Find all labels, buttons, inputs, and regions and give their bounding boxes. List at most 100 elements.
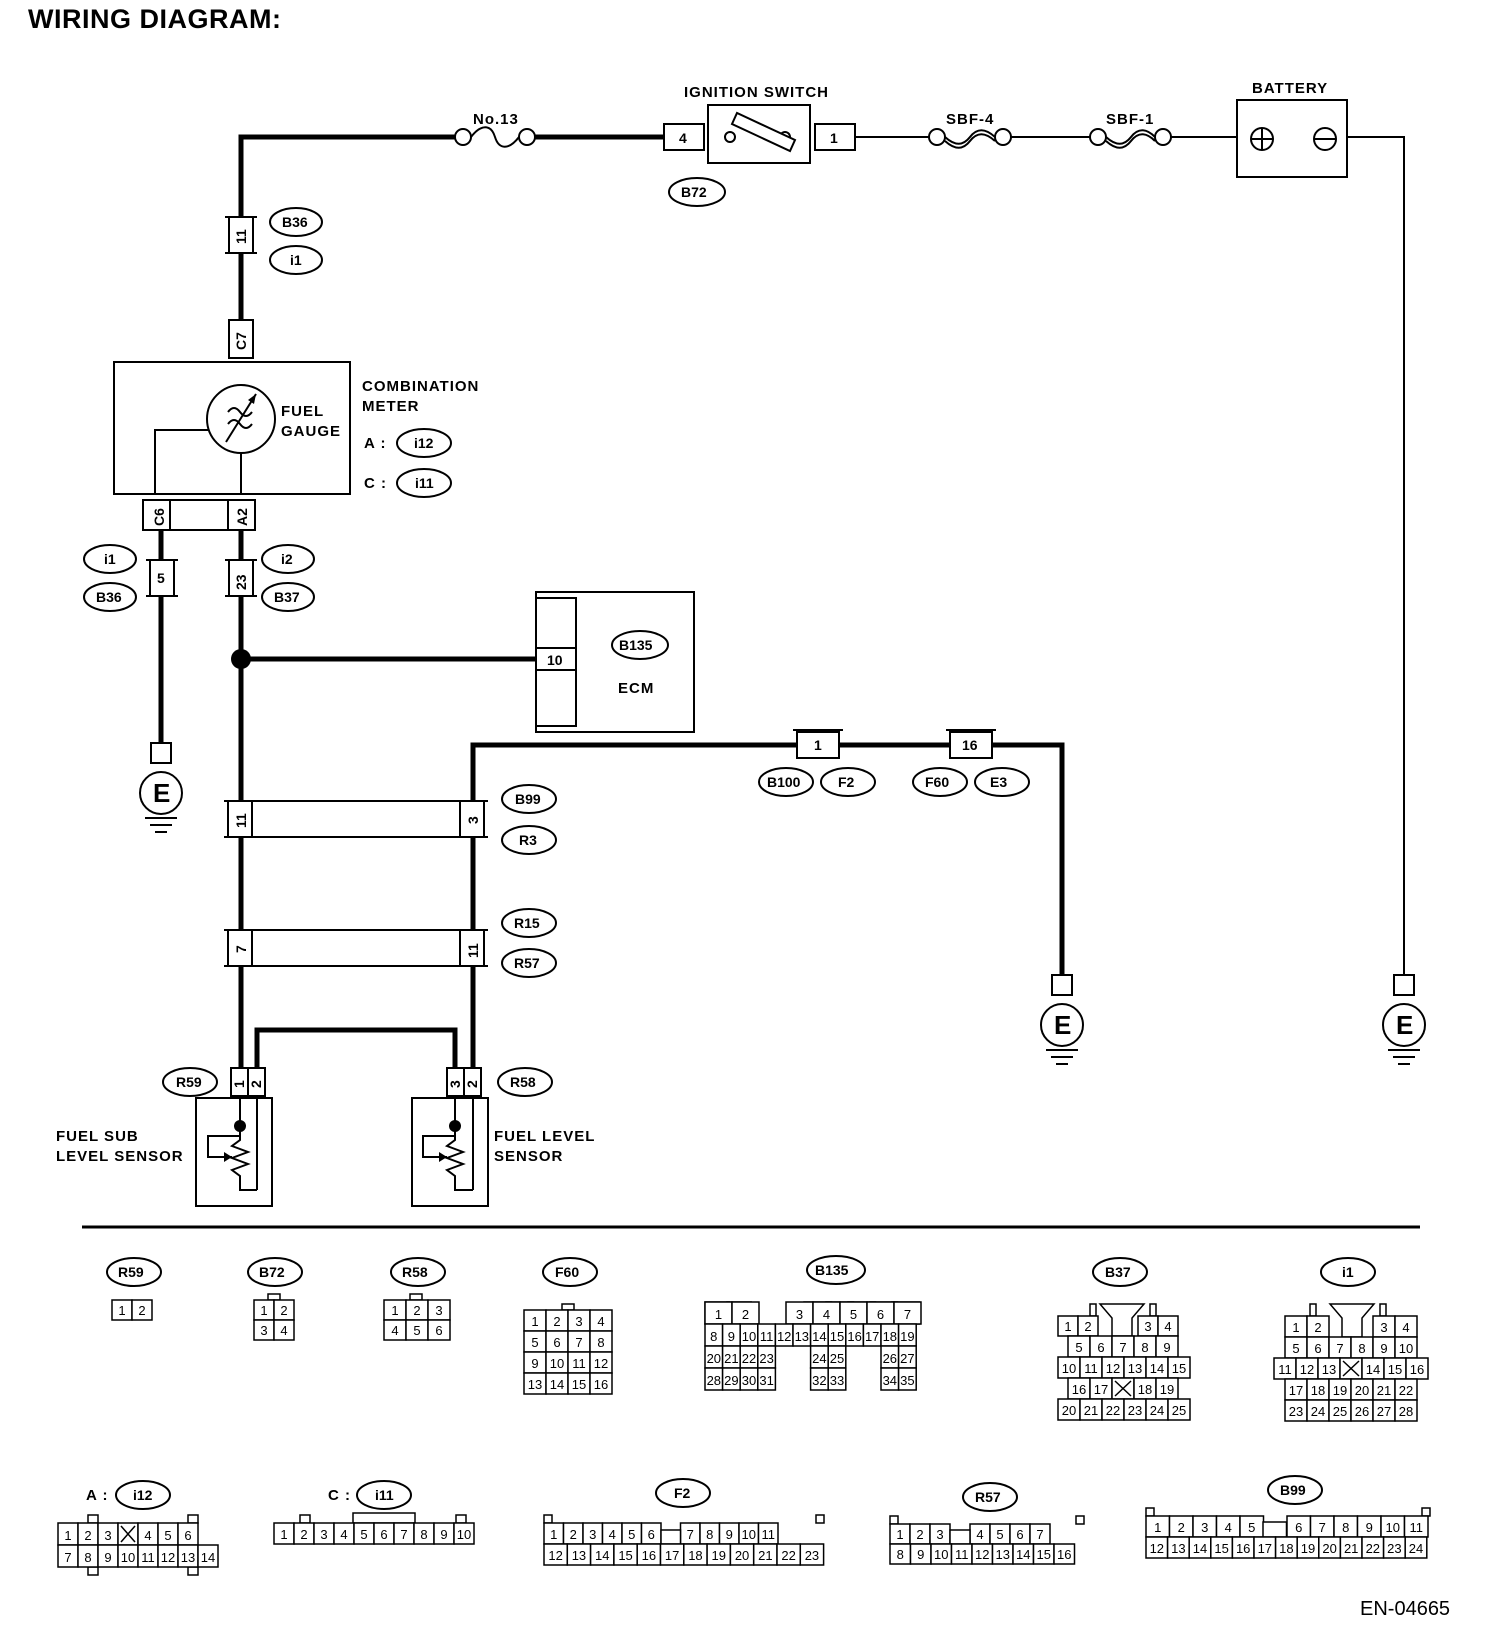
svg-text:10: 10 <box>742 1527 756 1542</box>
svg-text:2: 2 <box>570 1527 577 1542</box>
svg-text:7: 7 <box>1119 1340 1126 1355</box>
svg-text:1: 1 <box>1292 1320 1299 1335</box>
svg-text:3: 3 <box>589 1527 596 1542</box>
svg-text:12: 12 <box>161 1550 175 1565</box>
meter-a-label: A : <box>364 435 386 452</box>
svg-text:3: 3 <box>320 1527 327 1542</box>
svg-text:R57: R57 <box>975 1489 1001 1505</box>
ground-left-label: E <box>153 778 170 808</box>
svg-text:i1: i1 <box>1342 1264 1354 1280</box>
svg-text:F2: F2 <box>674 1485 691 1501</box>
fuel-level-sensor: 3 2 R58 FUEL LEVEL SENSOR <box>411 1067 594 1207</box>
svg-text:i11: i11 <box>375 1487 394 1503</box>
ecm-label: ECM <box>618 680 654 697</box>
svg-text:11: 11 <box>762 1527 776 1542</box>
svg-text:B37: B37 <box>1105 1264 1131 1280</box>
svg-text:C :: C : <box>328 1487 351 1504</box>
svg-text:12: 12 <box>1300 1362 1314 1377</box>
svg-text:28: 28 <box>1399 1404 1413 1419</box>
svg-text:15: 15 <box>1037 1547 1051 1562</box>
svg-text:22: 22 <box>1399 1383 1413 1398</box>
svg-text:19: 19 <box>1160 1382 1174 1397</box>
svg-text:13: 13 <box>1171 1541 1185 1556</box>
svg-text:13: 13 <box>1322 1362 1336 1377</box>
svg-text:1: 1 <box>64 1528 71 1543</box>
combination-meter-label-2: METER <box>362 398 420 415</box>
sensor-ground-circuit: 1 B100 F2 16 F60 E3 E <box>470 729 1084 1068</box>
svg-text:14: 14 <box>550 1377 564 1392</box>
svg-text:16: 16 <box>847 1329 861 1344</box>
svg-text:8: 8 <box>710 1329 717 1344</box>
svg-text:3: 3 <box>796 1307 803 1322</box>
svg-text:2: 2 <box>1084 1319 1091 1334</box>
svg-text:6: 6 <box>648 1527 655 1542</box>
connector-legend: R59 B72 R58 F60 B135 B37 i1 A : i <box>57 1255 1431 1576</box>
connector-b135-label: B135 <box>619 637 653 653</box>
svg-text:9: 9 <box>531 1356 538 1371</box>
svg-text:14: 14 <box>1193 1541 1207 1556</box>
svg-text:12: 12 <box>548 1548 562 1563</box>
fuel-gauge-label-2: GAUGE <box>281 423 341 440</box>
svg-text:2: 2 <box>916 1527 923 1542</box>
svg-text:4: 4 <box>1225 1520 1232 1535</box>
svg-text:16: 16 <box>642 1548 656 1563</box>
svg-text:1: 1 <box>260 1303 267 1318</box>
pin-a2: A2 <box>234 508 250 526</box>
svg-text:B99: B99 <box>1280 1482 1306 1498</box>
pin-23: 23 <box>233 574 249 590</box>
svg-text:3: 3 <box>1380 1320 1387 1335</box>
sbf4-fusible-link: SBF-4 <box>928 111 1012 149</box>
connector-i12-label: i12 <box>414 435 434 451</box>
svg-text:13: 13 <box>996 1547 1010 1562</box>
svg-text:11: 11 <box>955 1547 969 1562</box>
battery-ground: E <box>1382 974 1426 1065</box>
svg-text:30: 30 <box>742 1373 756 1388</box>
svg-text:13: 13 <box>572 1548 586 1563</box>
svg-text:11: 11 <box>1278 1362 1292 1377</box>
svg-text:15: 15 <box>1388 1362 1402 1377</box>
legend-r58: R58 <box>390 1257 446 1287</box>
svg-text:4: 4 <box>1402 1320 1409 1335</box>
svg-text:8: 8 <box>1141 1340 1148 1355</box>
svg-text:16: 16 <box>594 1377 608 1392</box>
svg-text:4: 4 <box>1164 1319 1171 1334</box>
svg-text:6: 6 <box>877 1307 884 1322</box>
svg-text:B72: B72 <box>259 1264 285 1280</box>
legend-r57: R57 <box>962 1482 1018 1512</box>
svg-text:R59: R59 <box>118 1264 144 1280</box>
connector-i2-label: i2 <box>281 551 293 567</box>
svg-text:1: 1 <box>280 1527 287 1542</box>
legend-f60: F60 <box>542 1257 598 1287</box>
svg-text:3: 3 <box>435 1303 442 1318</box>
svg-text:13: 13 <box>181 1550 195 1565</box>
connector-b72-label: B72 <box>681 184 707 200</box>
legend-i1: i1 <box>1320 1257 1376 1287</box>
svg-text:10: 10 <box>457 1527 471 1542</box>
pin-5: 5 <box>157 570 165 586</box>
connector-r3-label: R3 <box>519 832 537 848</box>
svg-text:35: 35 <box>900 1373 914 1388</box>
sbf4-label: SBF-4 <box>946 111 994 128</box>
svg-text:21: 21 <box>758 1548 772 1563</box>
svg-text:34: 34 <box>883 1373 897 1388</box>
svg-text:29: 29 <box>724 1373 738 1388</box>
svg-text:8: 8 <box>897 1547 904 1562</box>
svg-text:i12: i12 <box>133 1487 153 1503</box>
svg-text:5: 5 <box>1075 1340 1082 1355</box>
svg-text:18: 18 <box>1311 1383 1325 1398</box>
svg-text:10: 10 <box>934 1547 948 1562</box>
svg-text:16: 16 <box>1410 1362 1424 1377</box>
svg-text:10: 10 <box>742 1329 756 1344</box>
svg-text:14: 14 <box>812 1329 826 1344</box>
svg-text:22: 22 <box>781 1548 795 1563</box>
legend-r59: R59 <box>106 1257 162 1287</box>
svg-text:6: 6 <box>1314 1341 1321 1356</box>
svg-text:9: 9 <box>440 1527 447 1542</box>
svg-text:20: 20 <box>1322 1541 1336 1556</box>
svg-text:27: 27 <box>1377 1404 1391 1419</box>
svg-text:3: 3 <box>1201 1520 1208 1535</box>
svg-text:6: 6 <box>184 1528 191 1543</box>
svg-text:3: 3 <box>260 1323 267 1338</box>
svg-text:20: 20 <box>1355 1383 1369 1398</box>
